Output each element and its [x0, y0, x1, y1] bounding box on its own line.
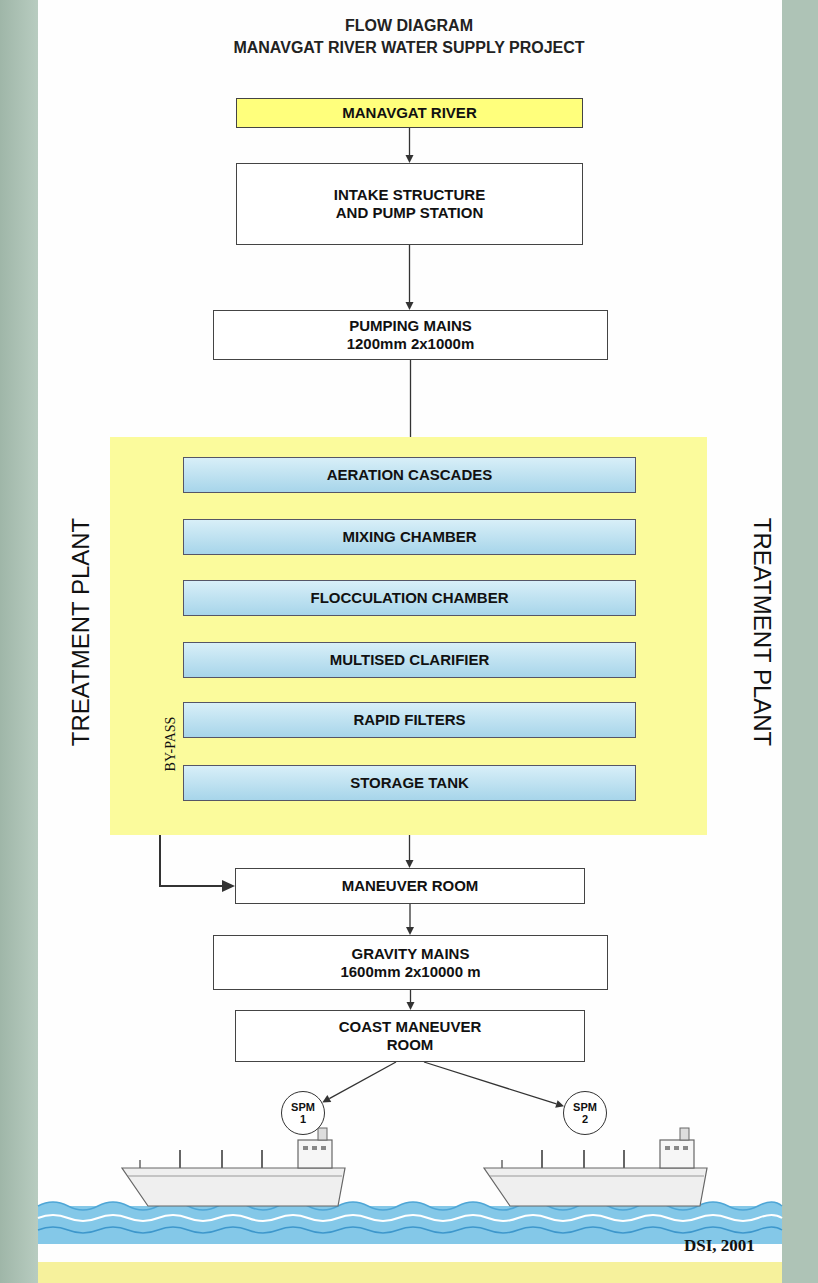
- process-box: PUMPING MAINS1200mm 2x1000m: [213, 310, 608, 360]
- edge-label: BY-PASS: [163, 717, 179, 772]
- process-box: MANEUVER ROOM: [235, 868, 585, 904]
- box-label: GRAVITY MAINS: [352, 945, 470, 963]
- connector-line: [410, 360, 411, 449]
- connector-line: [409, 245, 410, 302]
- flow-arrow: [424, 1062, 564, 1108]
- side-heading: TREATMENT PLANT: [748, 518, 776, 746]
- box-label: SPM 1: [289, 1101, 317, 1125]
- box-label: RAPID FILTERS: [353, 711, 465, 729]
- box-label: MIXING CHAMBER: [342, 528, 476, 546]
- arrow-head: [406, 927, 414, 935]
- process-box: INTAKE STRUCTURE AND PUMP STATION: [236, 163, 583, 245]
- arrow-head: [406, 155, 414, 163]
- connector-line: [410, 990, 411, 1002]
- treatment-step-box: FLOCCULATION CHAMBER: [183, 580, 636, 616]
- mooring-circle: SPM 2: [563, 1091, 607, 1135]
- ship: [484, 1128, 707, 1206]
- box-label: MANEUVER ROOM: [342, 877, 479, 895]
- treatment-step-box: RAPID FILTERS: [183, 702, 636, 738]
- flow-arrow: [407, 990, 415, 1010]
- connector-line: [424, 1062, 556, 1104]
- treatment-step-box: AERATION CASCADES: [183, 457, 636, 493]
- box-label: MANAVGAT RIVER: [342, 104, 476, 122]
- connector-line: [329, 1062, 396, 1099]
- arrow-head: [407, 1002, 415, 1010]
- box-label: STORAGE TANK: [350, 774, 469, 792]
- box-label: AERATION CASCADES: [327, 466, 493, 484]
- box-label: SPM 2: [571, 1101, 599, 1125]
- arrow-head: [222, 880, 235, 892]
- connector-line: [409, 904, 410, 927]
- treatment-plant-region: TREATMENT PLANTTREATMENT PLANTAERATION C…: [110, 437, 707, 835]
- arrow-head: [406, 860, 414, 868]
- treatment-step-box: STORAGE TANK: [183, 765, 636, 801]
- subtitle: MANAVGAT RIVER WATER SUPPLY PROJECT: [0, 38, 818, 58]
- box-detail: 1200mm 2x1000m: [347, 335, 475, 353]
- flow-arrow: [406, 128, 414, 163]
- flow-arrow: [406, 904, 414, 935]
- treatment-step-box: MULTISED CLARIFIER: [183, 642, 636, 678]
- flow-arrow: [406, 245, 414, 310]
- connector-line: [409, 128, 410, 155]
- ship: [122, 1128, 345, 1206]
- flow-arrow: [322, 1062, 396, 1102]
- box-label: INTAKE STRUCTURE AND PUMP STATION: [322, 186, 497, 222]
- treatment-step-box: MIXING CHAMBER: [183, 519, 636, 555]
- box-detail: 1600mm 2x10000 m: [340, 963, 480, 981]
- diagram-title: FLOW DIAGRAM: [0, 16, 818, 36]
- arrow-head: [406, 302, 414, 310]
- source-note: DSI, 2001: [684, 1236, 755, 1256]
- box-label: PUMPING MAINS: [349, 317, 472, 335]
- side-heading: TREATMENT PLANT: [67, 518, 95, 746]
- source-box: MANAVGAT RIVER: [236, 98, 583, 128]
- box-label: COAST MANEUVER ROOM: [320, 1018, 500, 1054]
- box-label: MULTISED CLARIFIER: [330, 651, 490, 669]
- box-label: FLOCCULATION CHAMBER: [310, 589, 508, 607]
- mooring-circle: SPM 1: [281, 1091, 325, 1135]
- process-box: COAST MANEUVER ROOM: [235, 1010, 585, 1062]
- process-box: GRAVITY MAINS1600mm 2x10000 m: [213, 935, 608, 990]
